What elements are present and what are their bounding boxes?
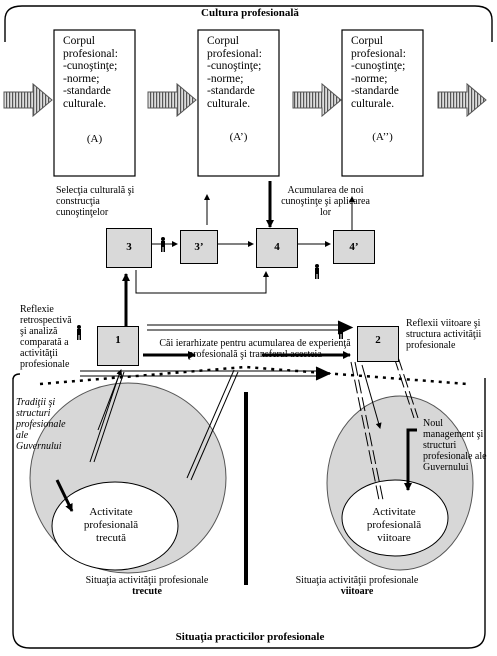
label-situatia-trecute-line2: trecute <box>132 586 162 597</box>
label-noul-management: Noul management şi structuri profesional… <box>423 418 487 473</box>
corpus-box-a-text: Corpul profesional: -cunoştinţe; -norme;… <box>63 35 118 110</box>
person-icon <box>339 324 343 339</box>
corpus-box-a1 <box>197 29 280 177</box>
node-4-prime-label: 4’ <box>349 241 359 253</box>
future-activity-circle <box>341 479 449 557</box>
double-arrow-past-to-2 <box>186 369 239 481</box>
process-arrow-2 <box>147 82 197 118</box>
title-situatia-practicilor: Situaţia practicilor profesionale <box>175 631 325 643</box>
label-situatia-trecute: Situaţia activităţii profesionale trecut… <box>62 575 232 597</box>
label-situatia-viitoare-line2: viitoare <box>340 586 374 597</box>
arrow-past-to-1 <box>97 369 123 431</box>
person-icon <box>161 237 165 252</box>
process-arrow-1 <box>3 82 53 118</box>
past-activity-circle <box>51 481 179 571</box>
arrow-noul-to-future <box>404 428 417 491</box>
node-2: 2 <box>357 326 399 362</box>
label-cai-ierarhizate: Căi ierarhizate pentru acumularea de exp… <box>159 338 351 360</box>
person-icon <box>315 264 319 279</box>
node-1-label: 1 <box>115 334 121 346</box>
dotted-line <box>39 365 469 386</box>
label-activitate-viitoare: Activitate profesională viitoare <box>366 506 422 544</box>
label-reflexii-viitoare: Reflexii viitoare şi structura activităţ… <box>406 318 482 351</box>
corpus-box-a1-text: Corpul profesional: -cunoştinţe; -norme;… <box>207 35 262 110</box>
node-4-label: 4 <box>274 241 280 253</box>
corpus-box-a2-text: Corpul profesional: -cunoştinţe; -norme;… <box>351 35 406 110</box>
node-4: 4 <box>256 228 298 268</box>
arrow-loop-3-4 <box>135 270 269 294</box>
label-selectia: Selecţia culturală şi construcţia cunoşt… <box>56 185 135 218</box>
double-arrow-2-to-noul <box>393 356 419 419</box>
label-acumularea: Acumularea de noi cunoştinţe şi aplicare… <box>281 185 370 218</box>
double-arrow-2-to-future <box>350 361 384 501</box>
node-3-prime: 3’ <box>180 230 218 264</box>
node-1: 1 <box>97 326 139 366</box>
corpus-box-a1-code: (A’) <box>229 131 248 143</box>
arrow-traditii-to-past <box>55 479 74 512</box>
node-4-prime: 4’ <box>333 230 375 264</box>
process-arrows <box>3 82 487 118</box>
title-cultura-profesionala: Cultura profesională <box>201 7 299 19</box>
corpus-box-a2 <box>341 29 424 177</box>
node-2-label: 2 <box>375 334 381 346</box>
process-arrow-4 <box>437 82 487 118</box>
double-arrow-1-to-2 <box>147 320 354 335</box>
corpus-box-a-code: (A) <box>86 133 103 145</box>
label-activitate-trecuta: Activitate profesională trecută <box>83 506 139 544</box>
label-situatia-viitoare-line1: Situaţia activităţii profesionale <box>295 575 419 586</box>
arrow-2-to-future-a <box>361 364 382 429</box>
node-3-prime-label: 3’ <box>194 241 204 253</box>
person-icon <box>77 325 81 340</box>
corpus-box-a2-code: (A’’) <box>372 131 393 143</box>
process-arrow-3 <box>292 82 342 118</box>
label-situatia-viitoare: Situaţia activităţii profesionale viitoa… <box>272 575 442 597</box>
label-reflexie-retro: Reflexie retrospectivă şi analiză compar… <box>20 304 72 370</box>
bottom-frame <box>12 373 486 649</box>
node-3-label: 3 <box>126 241 132 253</box>
label-traditii: Tradiţii şi structuri profesionale ale G… <box>16 397 66 452</box>
node-3: 3 <box>106 228 152 268</box>
top-frame <box>4 5 493 42</box>
label-situatia-trecute-line1: Situaţia activităţii profesionale <box>85 575 209 586</box>
corpus-box-a <box>53 29 136 177</box>
